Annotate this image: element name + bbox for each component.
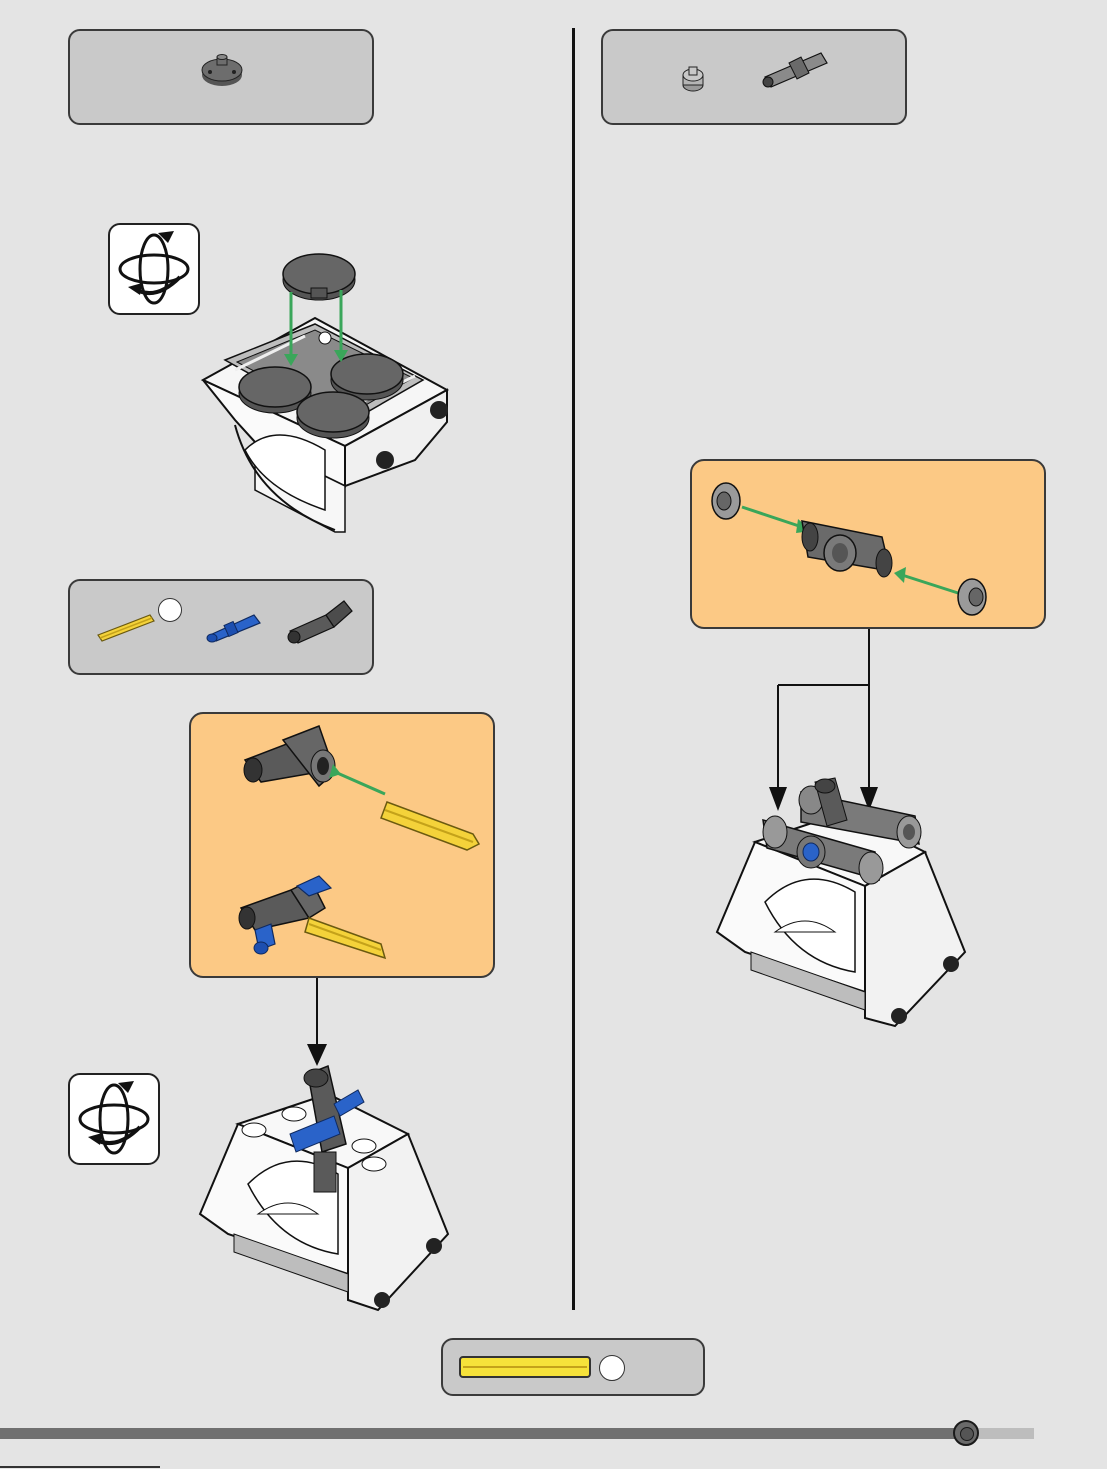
parts-list-step-b bbox=[68, 579, 374, 675]
model-base-with-round-plates bbox=[195, 250, 455, 535]
yellow-axle-icon bbox=[96, 609, 158, 645]
model-base-with-connector bbox=[198, 1064, 450, 1312]
connector-with-axle-assembled bbox=[235, 878, 395, 974]
subassembly-callout-c bbox=[690, 459, 1046, 629]
axle-length-scale bbox=[441, 1338, 705, 1396]
axle-ruler-length-circle bbox=[599, 1355, 625, 1381]
parts-list-step-c bbox=[601, 29, 907, 125]
angle-connector-light-icon bbox=[761, 47, 831, 89]
angle-connector-icon bbox=[286, 597, 356, 647]
rotate-model-icon bbox=[68, 1073, 160, 1165]
progress-fill bbox=[0, 1428, 966, 1439]
attach-arrow-b bbox=[305, 978, 329, 1070]
axle-ruler-icon bbox=[459, 1356, 591, 1378]
rotate-model-icon bbox=[108, 223, 200, 315]
footer-rule bbox=[0, 1466, 160, 1468]
progress-marker bbox=[953, 1420, 979, 1446]
connector-with-axle-exploded bbox=[235, 726, 485, 846]
column-divider bbox=[572, 28, 575, 1310]
subassembly-callout-b bbox=[189, 712, 495, 978]
model-base-with-two-connectors bbox=[715, 780, 967, 1028]
blue-pin-icon bbox=[204, 607, 264, 643]
parts-list-step-a bbox=[68, 29, 374, 125]
bush-icon bbox=[681, 65, 705, 93]
bush-connector-exploded bbox=[702, 471, 1038, 621]
axle-length-circle bbox=[158, 598, 182, 622]
round-plate-icon bbox=[200, 53, 250, 89]
